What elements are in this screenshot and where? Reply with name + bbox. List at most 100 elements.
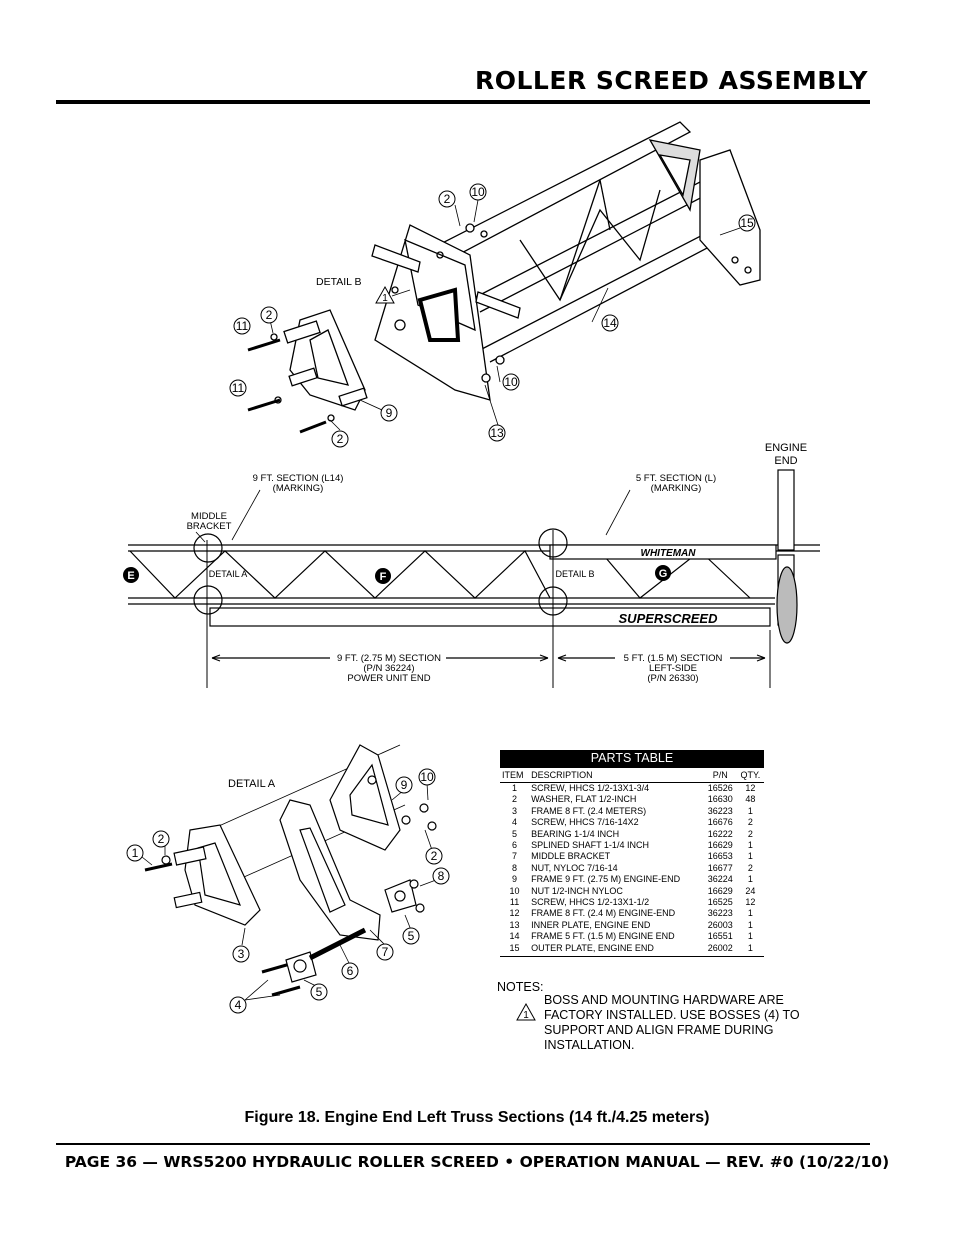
table-cell-item: 13 — [509, 919, 520, 930]
callout-11a: 11 — [236, 319, 249, 333]
svg-text:9 FT. (2.75 M) SECTION(P/N 362: 9 FT. (2.75 M) SECTION(P/N 36224)POWER U… — [337, 653, 441, 684]
page-footer: PAGE 36 — WRS5200 HYDRAULIC ROLLER SCREE… — [64, 1153, 890, 1171]
table-cell-qty: 48 — [745, 794, 756, 805]
table-cell-desc: SCREW, HHCS 7/16-14X2 — [531, 817, 639, 828]
table-cell-pn: 16676 — [707, 817, 733, 828]
table-cell-pn: 36223 — [707, 805, 733, 816]
table-cell-desc: SCREW, HHCS 1/2-13X1-3/4 — [531, 783, 650, 793]
notes-block: NOTES: 1 BOSS AND MOUNTING HARDWARE ARE … — [497, 980, 800, 1052]
detail-a-truss: DETAIL A — [209, 569, 248, 579]
table-cell-desc: WASHER, FLAT 1/2-INCH — [531, 794, 637, 805]
callout-11b: 11 — [232, 381, 245, 395]
table-row: 14 FRAME 5 FT. (1.5 M) ENGINE END 16551 1 — [500, 931, 764, 942]
table-cell-pn: 16222 — [707, 828, 733, 839]
table-cell-item: 9 — [512, 874, 518, 885]
table-cell-item: 6 — [512, 840, 518, 851]
table-cell-pn: 26002 — [703, 942, 737, 958]
callout-2a: 2 — [444, 192, 451, 206]
table-cell-desc: NUT, NYLOC 7/16-14 — [531, 862, 618, 873]
svg-text:2: 2 — [431, 849, 438, 863]
svg-text:9 FT. SECTION (L14)(MARKING): 9 FT. SECTION (L14)(MARKING) — [253, 473, 344, 494]
table-cell-qty: 1 — [747, 919, 753, 930]
middle-bracket-l1: MIDDLE — [191, 511, 227, 522]
table-cell-qty: 12 — [745, 783, 756, 793]
table-cell-pn: 16526 — [707, 783, 733, 793]
table-row: 2 WASHER, FLAT 1/2-INCH 16630 48 — [500, 794, 764, 805]
svg-text:1: 1 — [523, 1010, 529, 1021]
whiteman-logo: WHITEMAN — [641, 548, 697, 559]
table-cell-pn: 16629 — [707, 840, 733, 851]
nine-ft-marking-l1: 9 FT. SECTION (L14) — [253, 473, 344, 484]
superscreed-logo: SUPERSCREED — [619, 611, 719, 626]
circle-e: E — [127, 570, 134, 582]
table-cell-pn: 16551 — [707, 931, 733, 942]
engine-end-l1: ENGINE — [765, 442, 807, 454]
table-cell-qty: 24 — [745, 885, 756, 896]
notes-text: BOSS AND MOUNTING HARDWARE ARE FACTORY I… — [544, 993, 800, 1052]
svg-text:5: 5 — [316, 985, 323, 999]
table-cell-desc: FRAME 9 FT. (2.75 M) ENGINE-END — [531, 874, 681, 885]
table-cell-pn: 16677 — [707, 862, 733, 873]
table-cell-item: 7 — [512, 851, 518, 862]
table-cell-pn: 16630 — [707, 794, 733, 805]
table-row: 10 NUT 1/2-INCH NYLOC 16629 24 — [500, 886, 764, 897]
parts-table-title: PARTS TABLE — [500, 750, 764, 768]
table-cell-item: 4 — [512, 817, 518, 828]
table-cell-pn: 36223 — [707, 908, 733, 919]
table-row: 12 FRAME 8 FT. (2.4 M) ENGINE-END 36223 1 — [500, 908, 764, 919]
table-cell-qty: 1 — [747, 840, 753, 851]
table-row: 8 NUT, NYLOC 7/16-14 16677 2 — [500, 863, 764, 874]
table-cell-item: 12 — [509, 908, 520, 919]
svg-text:8: 8 — [438, 869, 445, 883]
detail-b-label-top: DETAIL B — [316, 276, 362, 288]
svg-text:7: 7 — [382, 945, 389, 959]
table-cell-qty: 2 — [747, 862, 753, 873]
table-cell-desc: FRAME 8 FT. (2.4 METERS) — [531, 805, 647, 816]
table-cell-item: 2 — [512, 794, 518, 805]
callout-13: 13 — [490, 426, 504, 440]
detail-a-label: DETAIL A — [228, 778, 276, 790]
svg-text:5 FT. SECTION (L)(MARKING): 5 FT. SECTION (L)(MARKING) — [636, 473, 716, 494]
table-cell-item: 10 — [509, 885, 520, 896]
circle-g: G — [659, 568, 668, 580]
table-cell-desc: SCREW, HHCS 1/2-13X1-1/2 — [531, 897, 650, 908]
table-cell-item: 15 — [500, 942, 530, 958]
table-cell-desc: NUT 1/2-INCH NYLOC — [531, 885, 623, 896]
callout-2b: 2 — [266, 308, 273, 322]
table-cell-desc: FRAME 8 FT. (2.4 M) ENGINE-END — [531, 908, 676, 919]
callout-1-triangle: 1 — [382, 293, 388, 304]
table-cell-pn: 36224 — [707, 874, 733, 885]
table-cell-pn: 16653 — [707, 851, 733, 862]
table-cell-qty: 12 — [745, 897, 756, 908]
callout-10a: 10 — [471, 185, 485, 199]
table-cell-desc: FRAME 5 FT. (1.5 M) ENGINE END — [531, 931, 675, 942]
table-cell-qty: 1 — [747, 908, 753, 919]
table-cell-pn: 16629 — [707, 885, 733, 896]
callout-15: 15 — [740, 216, 754, 230]
table-cell-item: 5 — [512, 828, 518, 839]
table-cell-item: 14 — [509, 931, 520, 942]
table-cell-item: 8 — [512, 862, 518, 873]
table-cell-qty: 1 — [747, 931, 753, 942]
svg-text:10: 10 — [420, 770, 434, 784]
table-cell-pn: 16525 — [707, 897, 733, 908]
table-cell-desc: INNER PLATE, ENGINE END — [531, 919, 651, 930]
callout-10b: 10 — [504, 375, 518, 389]
notes-heading: NOTES: — [497, 980, 544, 994]
svg-text:3: 3 — [238, 947, 245, 961]
callout-2c: 2 — [337, 432, 344, 446]
svg-text:6: 6 — [347, 964, 354, 978]
svg-text:2: 2 — [158, 832, 165, 846]
figure-caption: Figure 18. Engine End Left Truss Section… — [244, 1109, 710, 1126]
